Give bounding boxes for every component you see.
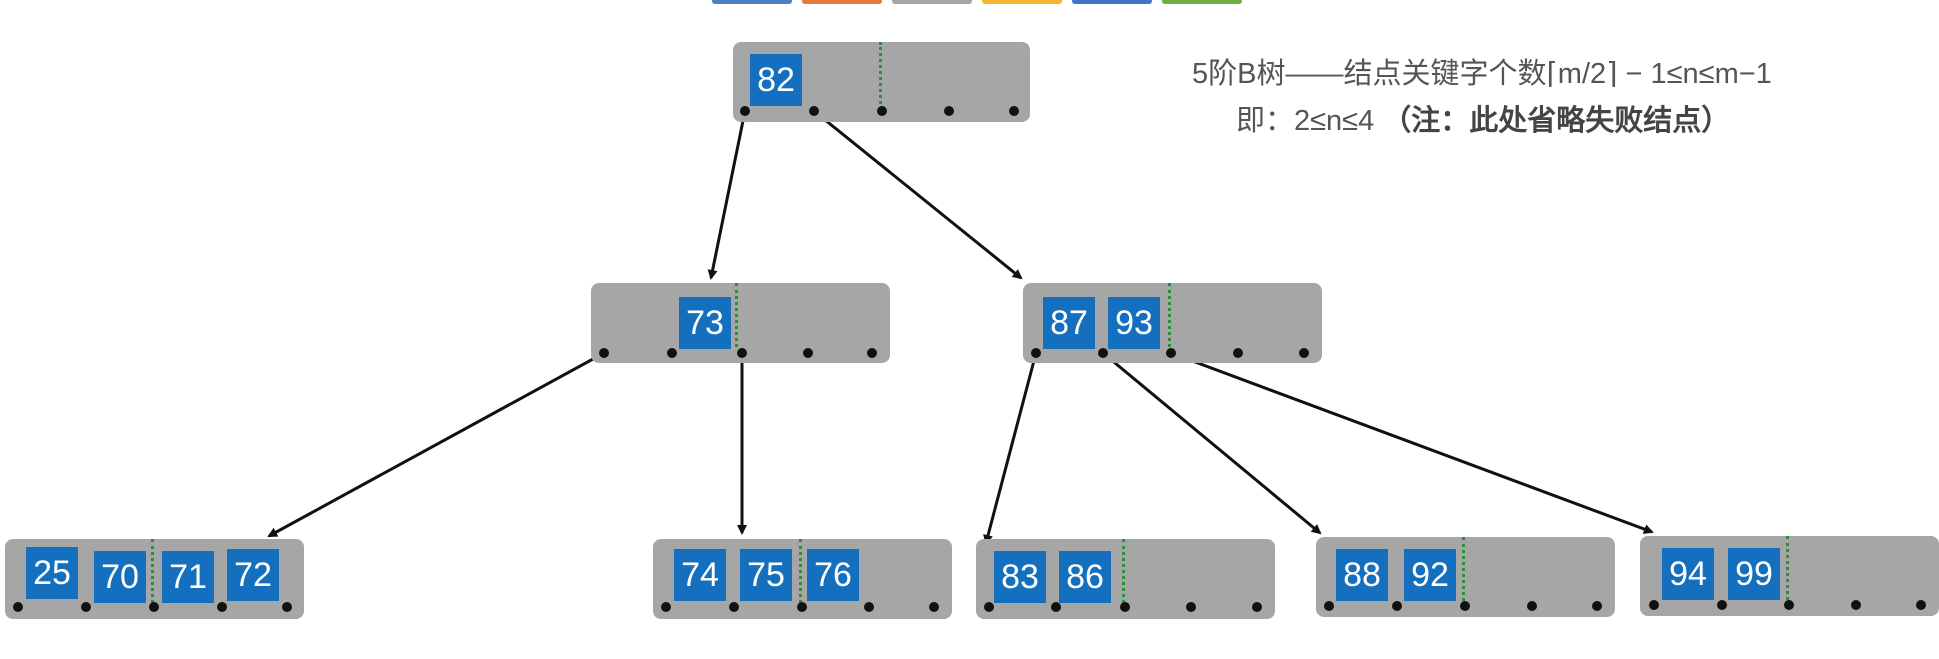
note-constraint: 即：2≤n≤4 [1236, 105, 1375, 137]
key-box: 86 [1059, 551, 1111, 603]
edge-87-93-to-leaf-4 [1102, 351, 1322, 535]
separator [799, 539, 802, 603]
child-pointer [1051, 602, 1061, 612]
key-box: 73 [679, 297, 731, 349]
child-pointer [1186, 602, 1196, 612]
child-pointer [729, 602, 739, 612]
child-pointer [217, 602, 227, 612]
child-pointer [737, 348, 747, 358]
note-line-1: 5阶B树——结点关键字个数⌈m/2⌉ − 1≤n≤m−1 [1192, 58, 1772, 90]
key-box: 74 [674, 549, 726, 601]
toolbar-swatch-2[interactable] [802, 0, 882, 4]
key-box: 83 [994, 551, 1046, 603]
edge-root-to-left-child [707, 110, 747, 280]
child-pointer [149, 602, 159, 612]
child-pointer [1851, 600, 1861, 610]
separator [1786, 536, 1789, 600]
key-box: 88 [1336, 549, 1388, 601]
separator [151, 539, 154, 603]
edge-87-93-to-leaf-3 [983, 352, 1038, 545]
leaf-node-3[interactable]: 83 86 [976, 539, 1275, 619]
child-pointer [944, 106, 954, 116]
child-pointer [1031, 348, 1041, 358]
child-pointer [1784, 600, 1794, 610]
child-pointer [1299, 348, 1309, 358]
child-pointer [1527, 601, 1537, 611]
separator [735, 283, 738, 347]
child-pointer [1166, 348, 1176, 358]
child-pointer [984, 602, 994, 612]
child-pointer [13, 602, 23, 612]
child-pointer [1120, 602, 1130, 612]
key-box: 25 [26, 547, 78, 599]
leaf-node-2[interactable]: 74 75 76 [653, 539, 952, 619]
child-pointer [867, 348, 877, 358]
key-box: 94 [1662, 548, 1714, 600]
child-pointer [599, 348, 609, 358]
separator [1122, 539, 1125, 603]
separator [879, 42, 882, 104]
edge-73-to-leaf-1 [267, 351, 605, 538]
child-pointer [81, 602, 91, 612]
key-box: 99 [1728, 548, 1780, 600]
child-pointer [877, 106, 887, 116]
toolbar-swatch-5[interactable] [1072, 0, 1152, 4]
separator [1168, 283, 1171, 347]
child-pointer [1252, 602, 1262, 612]
toolbar-swatch-6[interactable] [1162, 0, 1242, 4]
leaf-node-1[interactable]: 25 70 71 72 [5, 539, 304, 619]
key-box: 82 [750, 54, 802, 106]
key-box: 87 [1043, 297, 1095, 349]
child-pointer [1009, 106, 1019, 116]
child-pointer [667, 348, 677, 358]
child-pointer [282, 602, 292, 612]
child-pointer [1324, 601, 1334, 611]
separator [1462, 537, 1465, 601]
internal-node-87-93[interactable]: 87 93 [1023, 283, 1322, 363]
child-pointer [1592, 601, 1602, 611]
internal-node-73[interactable]: 73 [591, 283, 890, 363]
child-pointer [797, 602, 807, 612]
child-pointer [864, 602, 874, 612]
child-pointer [809, 106, 819, 116]
key-box: 76 [807, 549, 859, 601]
child-pointer [1717, 600, 1727, 610]
edge-root-to-right-child [813, 109, 1023, 280]
toolbar-swatch-3[interactable] [892, 0, 972, 4]
root-node[interactable]: 82 [733, 42, 1030, 122]
toolbar-swatch-4[interactable] [982, 0, 1062, 4]
child-pointer [1098, 348, 1108, 358]
child-pointer [929, 602, 939, 612]
key-box: 72 [227, 549, 279, 601]
leaf-node-5[interactable]: 94 99 [1640, 536, 1939, 616]
key-box: 71 [162, 551, 214, 603]
child-pointer [1392, 601, 1402, 611]
note-line-2: 即：2≤n≤4 （注：此处省略失败结点） [1236, 97, 1896, 139]
toolbar-swatch-1[interactable] [712, 0, 792, 4]
child-pointer [740, 106, 750, 116]
key-box: 70 [94, 551, 146, 603]
leaf-node-4[interactable]: 88 92 [1316, 537, 1615, 617]
child-pointer [1649, 600, 1659, 610]
note-remark: （注：此处省略失败结点） [1382, 105, 1731, 137]
child-pointer [661, 602, 671, 612]
edge-87-93-to-leaf-5 [1170, 351, 1654, 534]
child-pointer [803, 348, 813, 358]
key-box: 75 [740, 549, 792, 601]
key-box: 93 [1108, 297, 1160, 349]
child-pointer [1460, 601, 1470, 611]
child-pointer [1233, 348, 1243, 358]
child-pointer [1916, 600, 1926, 610]
key-box: 92 [1404, 549, 1456, 601]
